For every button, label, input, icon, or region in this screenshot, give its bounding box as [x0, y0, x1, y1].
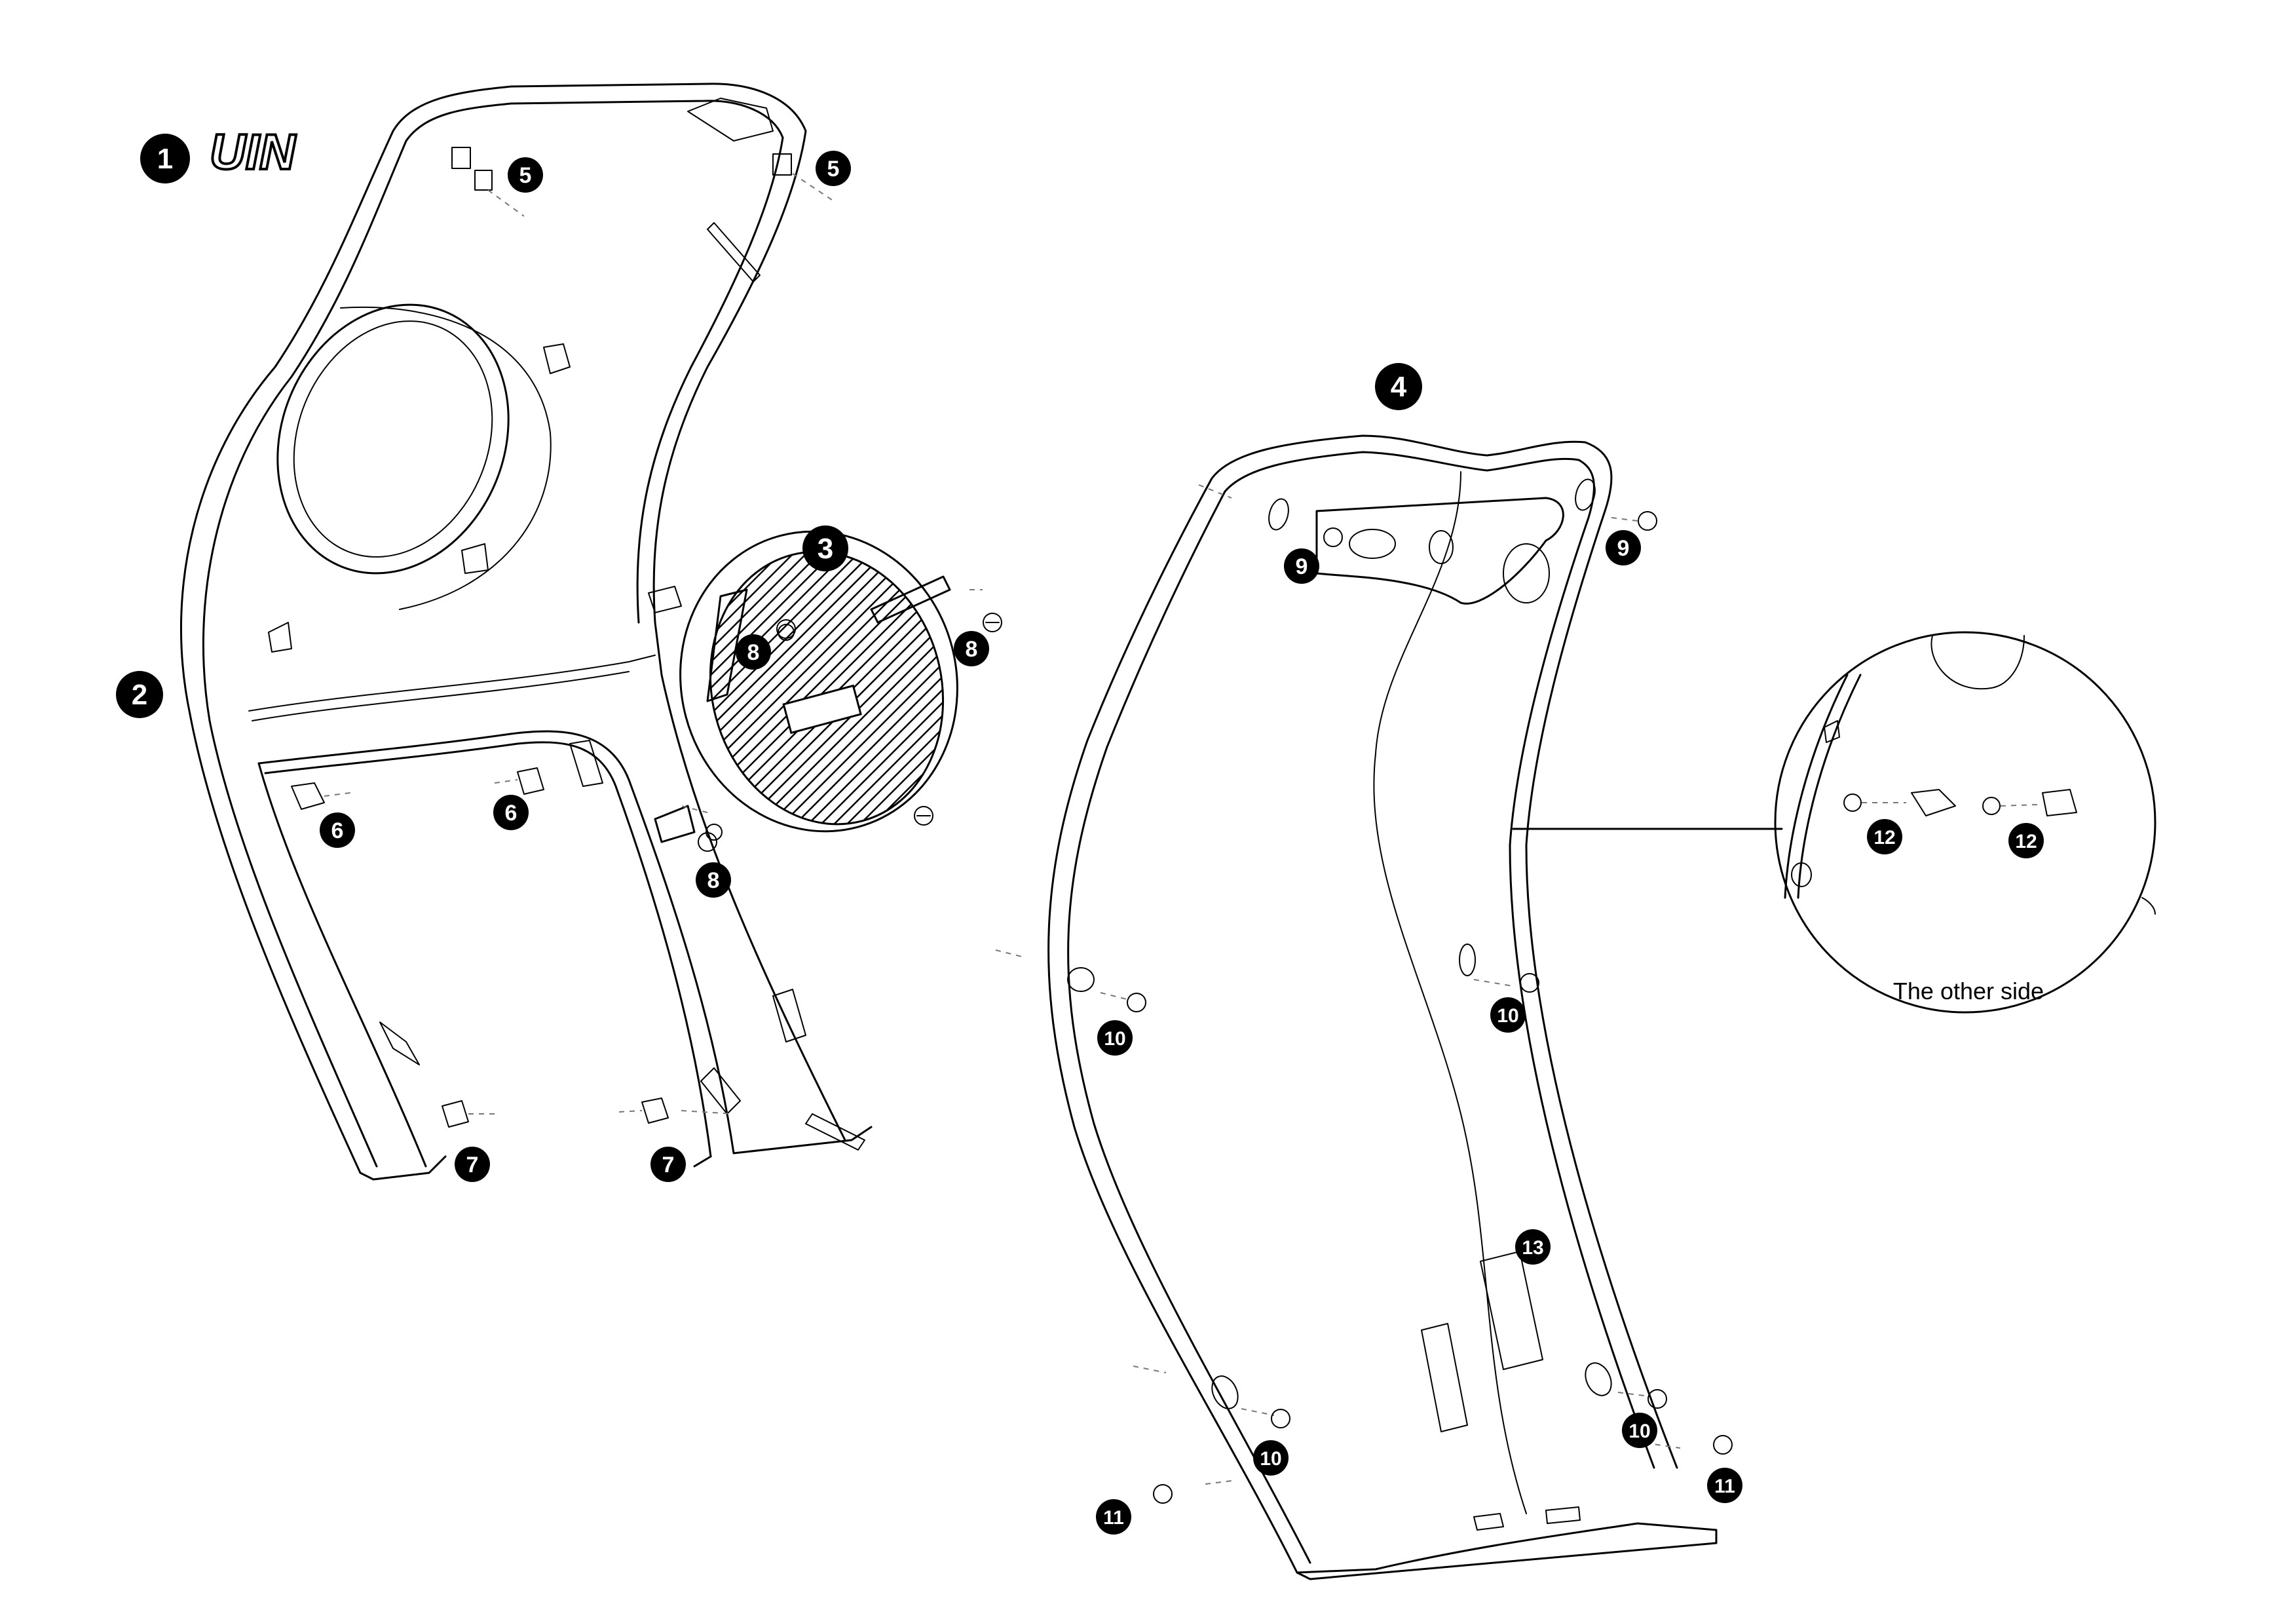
front-shield-panel [179, 83, 873, 1181]
callout-6a: 6 [320, 812, 355, 848]
svg-text:6: 6 [505, 801, 518, 826]
svg-text:10: 10 [1497, 1005, 1518, 1027]
headlight-unit [654, 530, 983, 843]
uin-logo: UIN [208, 123, 298, 181]
svg-text:13: 13 [1522, 1237, 1543, 1259]
svg-text:10: 10 [1260, 1448, 1281, 1470]
svg-text:7: 7 [466, 1153, 479, 1177]
svg-text:3: 3 [818, 533, 833, 565]
callout-8a: 8 [736, 634, 771, 670]
svg-text:8: 8 [966, 637, 978, 662]
callout-10b: 10 [1490, 997, 1526, 1033]
nut-parts [291, 173, 833, 1128]
svg-text:8: 8 [747, 640, 760, 665]
callout-8b: 8 [954, 631, 989, 666]
svg-text:9: 9 [1296, 554, 1308, 579]
svg-text:9: 9 [1617, 536, 1630, 561]
svg-text:2: 2 [132, 679, 147, 711]
callout-10a: 10 [1097, 1020, 1133, 1056]
callout-5a: 5 [508, 157, 543, 193]
callout-7a: 7 [455, 1147, 490, 1182]
callout-13: 13 [1515, 1229, 1551, 1265]
callout-11b: 11 [1707, 1468, 1742, 1503]
callout-11a: 11 [1096, 1499, 1131, 1535]
screws-8 [698, 613, 1002, 852]
callout-8c: 8 [696, 862, 731, 898]
svg-text:6: 6 [331, 818, 344, 843]
callout-9a: 9 [1284, 548, 1319, 584]
svg-text:8: 8 [707, 868, 720, 893]
leg-shield-panel [995, 434, 1718, 1580]
detail-view: The other side [1512, 631, 2156, 1014]
screws-9-10-11 [1127, 511, 1733, 1504]
callout-1: 1 [140, 134, 190, 183]
svg-text:4: 4 [1391, 371, 1407, 403]
callout-12a: 12 [1867, 819, 1902, 854]
svg-text:1: 1 [157, 143, 173, 175]
callout-badges: 1 2 3 4 5 5 6 6 7 7 8 8 8 9 9 10 10 10 1… [116, 134, 2044, 1535]
callout-6b: 6 [493, 795, 529, 830]
callout-2: 2 [116, 671, 163, 718]
svg-text:11: 11 [1714, 1476, 1735, 1497]
svg-text:5: 5 [519, 163, 532, 188]
callout-12b: 12 [2008, 823, 2044, 858]
svg-text:10: 10 [1104, 1028, 1125, 1050]
callout-5b: 5 [816, 151, 851, 186]
detail-caption: The other side [1893, 978, 2044, 1004]
callout-10d: 10 [1622, 1413, 1657, 1448]
callout-7b: 7 [650, 1147, 686, 1182]
svg-text:12: 12 [2015, 831, 2037, 852]
callout-9b: 9 [1606, 530, 1641, 565]
svg-text:5: 5 [827, 157, 840, 181]
callout-4: 4 [1375, 363, 1422, 410]
svg-text:7: 7 [662, 1153, 675, 1177]
uin-logo-text: UIN [210, 124, 297, 180]
svg-text:10: 10 [1628, 1421, 1650, 1442]
svg-text:11: 11 [1103, 1507, 1124, 1529]
callout-3: 3 [802, 525, 848, 571]
svg-text:12: 12 [1873, 827, 1895, 849]
callout-10c: 10 [1253, 1440, 1289, 1476]
